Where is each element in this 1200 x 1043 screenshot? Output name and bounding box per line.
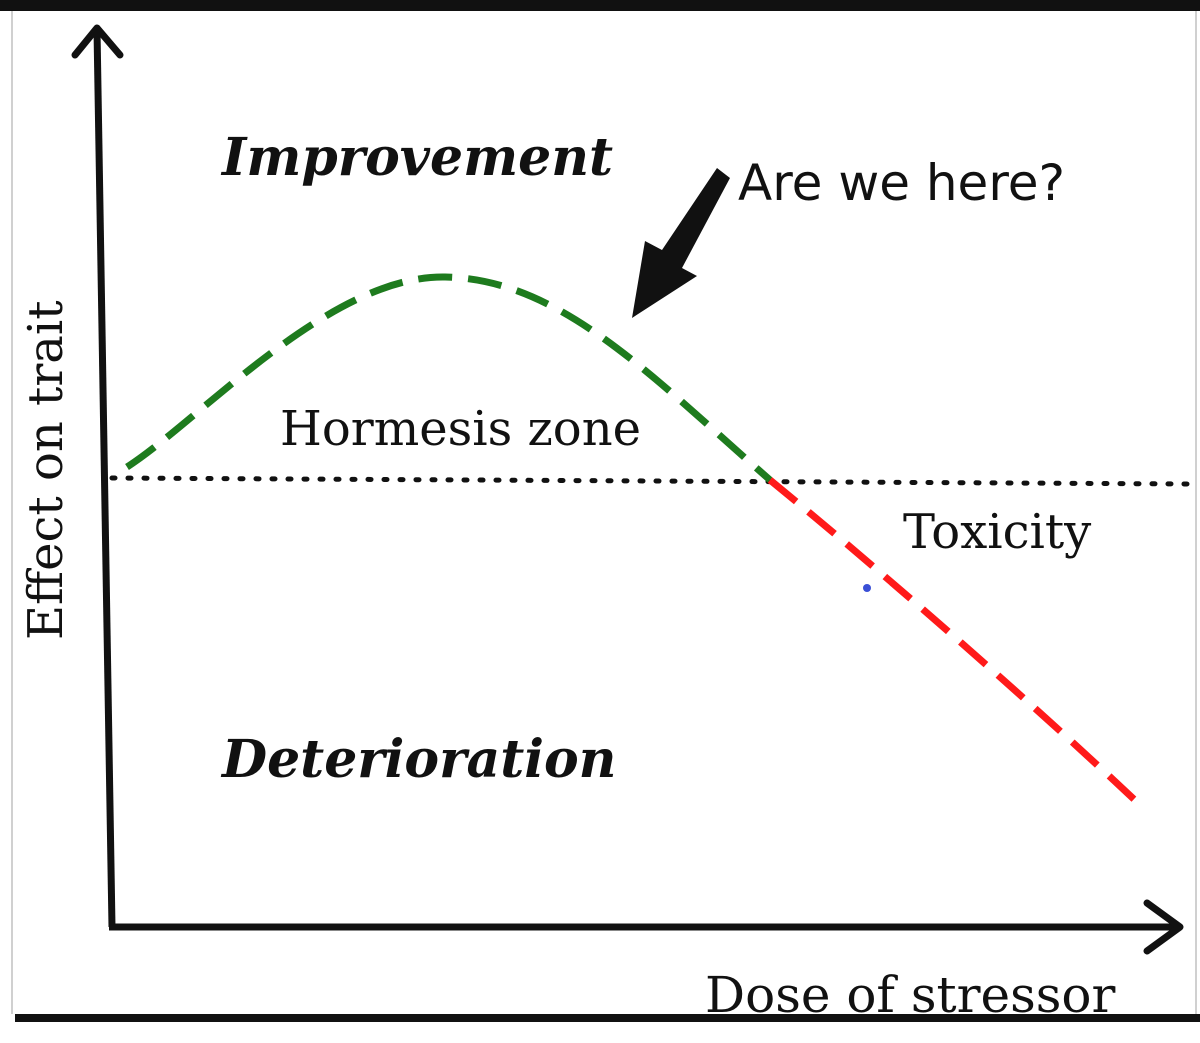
region-label-toxicity: Toxicity: [903, 504, 1091, 560]
hormesis-curve: [125, 273, 773, 483]
annotation-text: Are we here?: [738, 154, 1065, 212]
y-axis-line: [93, 29, 116, 928]
region-label-deterioration: Deterioration: [220, 729, 616, 790]
y-axis-label: Effect on trait: [18, 300, 74, 640]
y-axis-arrowhead: [71, 24, 124, 59]
toxicity-curve: [767, 477, 1143, 808]
x-axis-label: Dose of stressor: [705, 966, 1115, 1024]
region-label-improvement: Improvement: [220, 127, 613, 188]
baseline-dotted-line: [109, 475, 1195, 487]
region-label-hormesis: Hormesis zone: [280, 401, 641, 457]
top-border: [0, 0, 1200, 11]
marker-dot: [863, 584, 871, 592]
annotation-arrow: [632, 168, 730, 318]
bottom-border: [15, 1014, 1200, 1022]
x-axis-arrowhead: [1143, 899, 1184, 955]
